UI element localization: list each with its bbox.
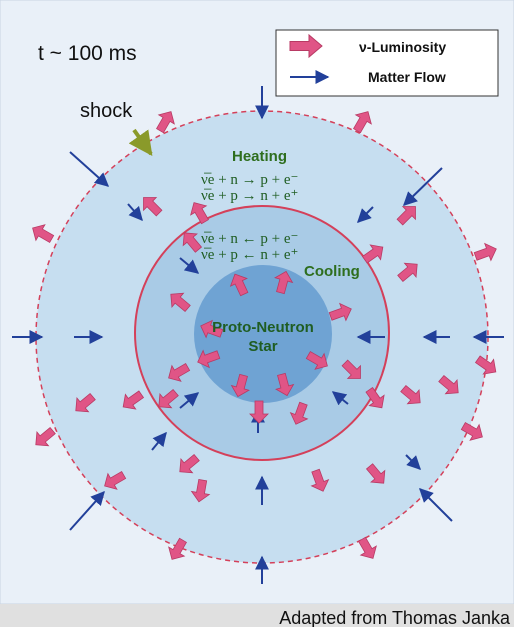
core-label-line2: Star [248, 338, 277, 355]
heating-equation-2: ν̅e + p → n + e⁺ [201, 188, 298, 204]
right-margin [514, 0, 523, 627]
heating-equation-1: ν̅e + n → p + e⁻ [201, 172, 298, 188]
legend-luminosity-label: ν-Luminosity [359, 39, 446, 55]
cooling-equation-1: ν̅e + n ← p + e⁻ [201, 231, 298, 247]
core-label-line1: Proto-Neutron [212, 319, 314, 336]
heating-label: Heating [232, 148, 287, 165]
time-label: t ~ 100 ms [38, 42, 137, 65]
cooling-equation-2: ν̅e + p ← n + e⁺ [201, 247, 298, 263]
legend: ν-Luminosity Matter Flow [276, 30, 498, 96]
cooling-label: Cooling [304, 263, 360, 280]
shock-label: shock [80, 100, 133, 122]
credit-label: Adapted from Thomas Janka [279, 608, 511, 627]
legend-matter-flow-label: Matter Flow [368, 69, 446, 85]
